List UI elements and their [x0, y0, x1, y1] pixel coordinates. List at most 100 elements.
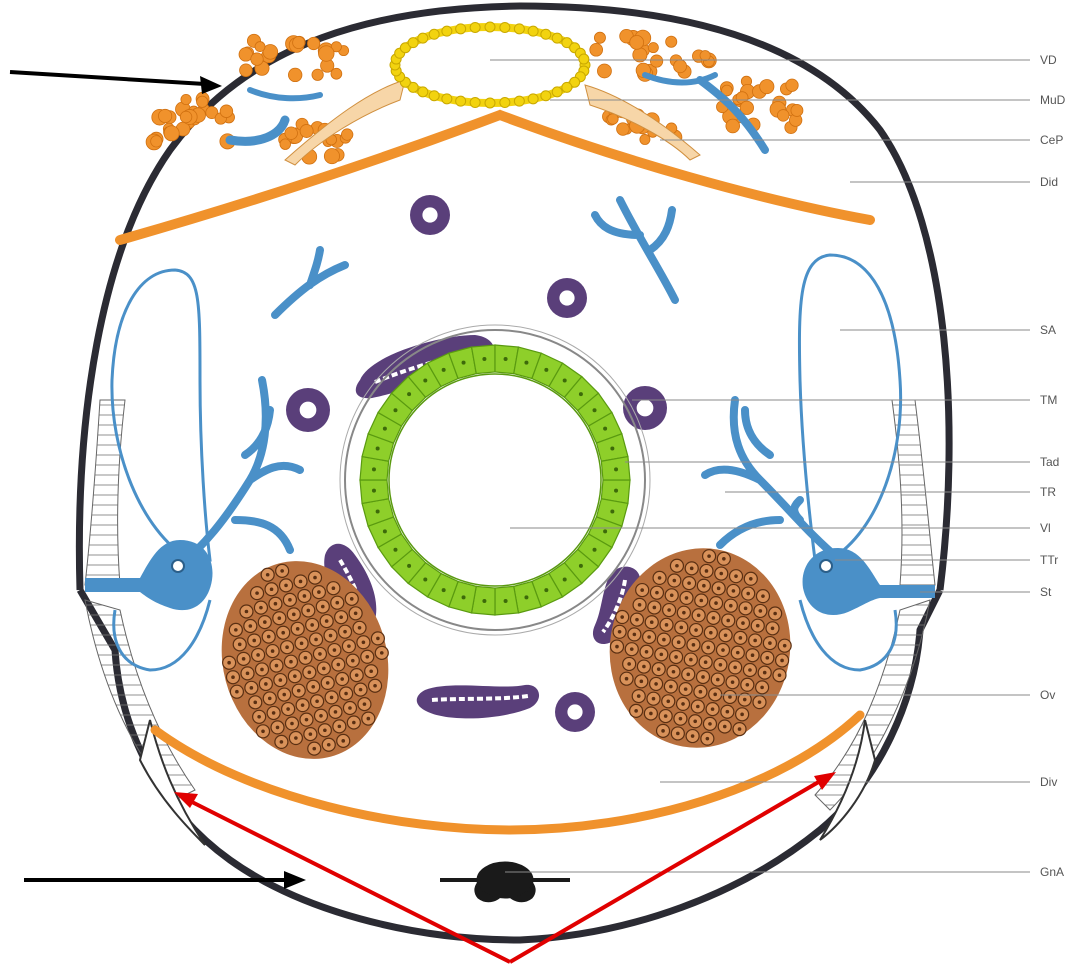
oocyte-nucleus: [723, 725, 727, 729]
oocyte-nucleus: [327, 743, 331, 747]
fat-body-cell: [151, 136, 162, 147]
oocyte-nucleus: [330, 696, 334, 700]
label-vi: Vl: [1040, 521, 1051, 535]
oocyte-nucleus: [665, 623, 669, 627]
oocyte-nucleus: [266, 573, 270, 577]
oocyte-nucleus: [288, 598, 292, 602]
oocyte-nucleus: [714, 601, 718, 605]
fat-body-cell: [760, 79, 774, 93]
oocyte-nucleus: [711, 707, 715, 711]
oocyte-nucleus: [235, 690, 239, 694]
dorsal-vessel-cell: [541, 91, 551, 101]
oocyte-nucleus: [746, 592, 750, 596]
dorsal-vessel-cell: [418, 33, 428, 43]
oocyte-nucleus: [293, 674, 297, 678]
oocyte-nucleus: [729, 604, 733, 608]
oocyte-nucleus: [329, 634, 333, 638]
oocyte-nucleus: [726, 710, 730, 714]
malpighian-tubule-lumen: [300, 402, 317, 419]
label-gna: GnA: [1040, 865, 1064, 879]
oocyte-nucleus: [275, 664, 279, 668]
oocyte-nucleus: [658, 576, 662, 580]
fat-body-cell: [293, 36, 305, 48]
midgut-lumen: [389, 374, 601, 586]
oocyte-nucleus: [227, 661, 231, 665]
oocyte-nucleus: [778, 673, 782, 677]
label-st: St: [1040, 585, 1052, 599]
fat-body-cell: [640, 134, 650, 144]
fat-body-cell: [617, 123, 630, 136]
label-div: Div: [1040, 775, 1057, 789]
oocyte-nucleus: [312, 747, 316, 751]
oocyte-nucleus: [363, 702, 367, 706]
midgut-cell-nucleus: [442, 368, 446, 372]
oocyte-nucleus: [376, 637, 380, 641]
dorsal-vessel-cell: [442, 26, 452, 36]
fat-body-cell: [220, 105, 233, 118]
oocyte-nucleus: [279, 678, 283, 682]
oocyte-nucleus: [352, 721, 356, 725]
oocyte-nucleus: [231, 675, 235, 679]
oocyte-nucleus: [326, 681, 330, 685]
oocyte-nucleus: [250, 686, 254, 690]
oocyte-nucleus: [685, 596, 689, 600]
oocyte-nucleus: [669, 685, 673, 689]
midgut-cell-nucleus: [603, 529, 607, 533]
midgut-cell-nucleus: [383, 529, 387, 533]
fat-body-cell: [666, 36, 677, 47]
midgut-cell-nucleus: [372, 467, 376, 471]
oocyte-nucleus: [640, 588, 644, 592]
oocyte-nucleus: [681, 702, 685, 706]
oocyte-nucleus: [333, 648, 337, 652]
oocyte-nucleus: [362, 640, 366, 644]
oocyte-nucleus: [315, 699, 319, 703]
oocyte-nucleus: [660, 653, 664, 657]
oocyte-nucleus: [325, 619, 329, 623]
oocyte-nucleus: [780, 659, 784, 663]
fat-body-cell: [650, 55, 662, 67]
oocyte-nucleus: [699, 599, 703, 603]
left-air-sac-lower: [114, 600, 210, 670]
oocyte-nucleus: [308, 670, 312, 674]
oocyte-nucleus: [297, 689, 301, 693]
oocyte-nucleus: [679, 626, 683, 630]
oocyte-nucleus: [686, 673, 690, 677]
oocyte-nucleus: [321, 605, 325, 609]
oocyte-nucleus: [305, 718, 309, 722]
oocyte-nucleus: [773, 612, 777, 616]
oocyte-nucleus: [313, 576, 317, 580]
fat-body-cell: [240, 64, 253, 77]
midgut-cell-nucleus: [407, 392, 411, 396]
oocyte-nucleus: [332, 586, 336, 590]
dorsal-vessel-cell: [562, 82, 572, 92]
trachea-branch-dorsal-left-1: [230, 120, 285, 141]
midgut-epithelium: [360, 345, 630, 615]
fat-body-cell: [324, 149, 339, 164]
oocyte-nucleus: [712, 616, 716, 620]
trachea-branch-left-lateral: [175, 380, 300, 570]
left-pleural-membrane: [85, 400, 125, 585]
oocyte-nucleus: [751, 653, 755, 657]
oocyte-nucleus: [739, 636, 743, 640]
dorsal-vessel-cell: [456, 96, 466, 106]
oocyte-nucleus: [270, 587, 274, 591]
oocyte-nucleus: [709, 631, 713, 635]
oocyte-nucleus: [317, 590, 321, 594]
midgut-cell-nucleus: [462, 361, 466, 365]
oocyte-nucleus: [746, 683, 750, 687]
oocyte-nucleus: [281, 631, 285, 635]
oocyte-nucleus: [234, 628, 238, 632]
oocyte-nucleus: [355, 673, 359, 677]
label-tad: Tad: [1040, 455, 1059, 469]
dorsal-vessel-cell: [429, 29, 439, 39]
midgut-cell-nucleus: [393, 548, 397, 552]
oocyte-nucleus: [758, 700, 762, 704]
oocyte-nucleus: [271, 649, 275, 653]
oocyte-nucleus: [719, 572, 723, 576]
oocyte-nucleus: [743, 698, 747, 702]
oocyte-nucleus: [263, 620, 267, 624]
oocyte-nucleus: [280, 740, 284, 744]
label-cep: CeP: [1040, 133, 1063, 147]
oocyte-nucleus: [761, 594, 765, 598]
oocyte-nucleus: [256, 653, 260, 657]
